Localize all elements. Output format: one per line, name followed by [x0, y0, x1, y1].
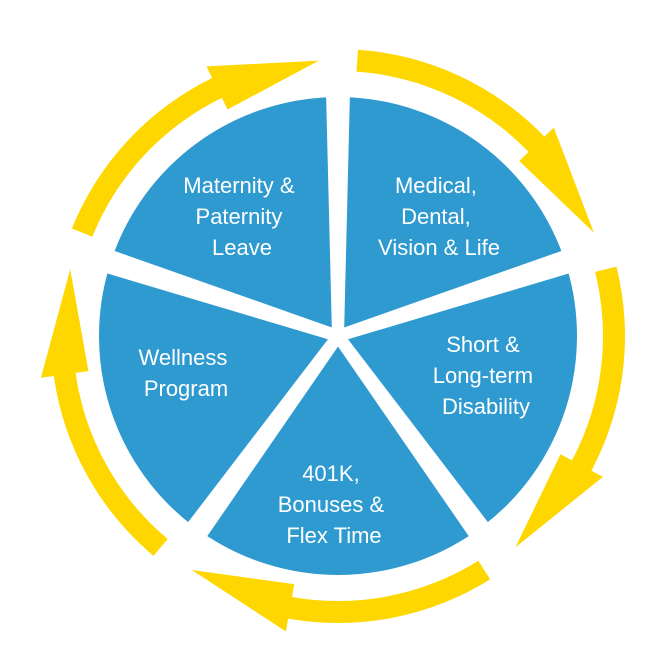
segments-layer — [87, 84, 589, 587]
segment-label-medical: Medical, Dental, Vision & Life — [378, 173, 500, 260]
segment-label-401k: 401K, Bonuses & Flex Time — [278, 461, 391, 548]
segment-disability — [327, 258, 589, 540]
arrows-layer — [40, 49, 625, 632]
segment-medical — [331, 84, 577, 345]
segment-maternity — [99, 84, 345, 345]
labels-layer: Medical, Dental, Vision & Life Short & L… — [139, 173, 539, 548]
cycle-arrow-5 — [71, 60, 319, 237]
segment-label-disability: Short & Long-term Disability — [433, 332, 539, 419]
cycle-arrow-2 — [515, 266, 625, 548]
cycle-arrow-4 — [40, 269, 168, 556]
segment-label-maternity: Maternity & Paternity Leave — [183, 173, 300, 260]
cycle-arrow-1 — [356, 49, 594, 233]
segment-wellness — [87, 258, 349, 540]
segment-401k — [190, 325, 486, 587]
cycle-arrow-3 — [191, 560, 491, 632]
segment-label-wellness: Wellness Program — [139, 345, 234, 401]
